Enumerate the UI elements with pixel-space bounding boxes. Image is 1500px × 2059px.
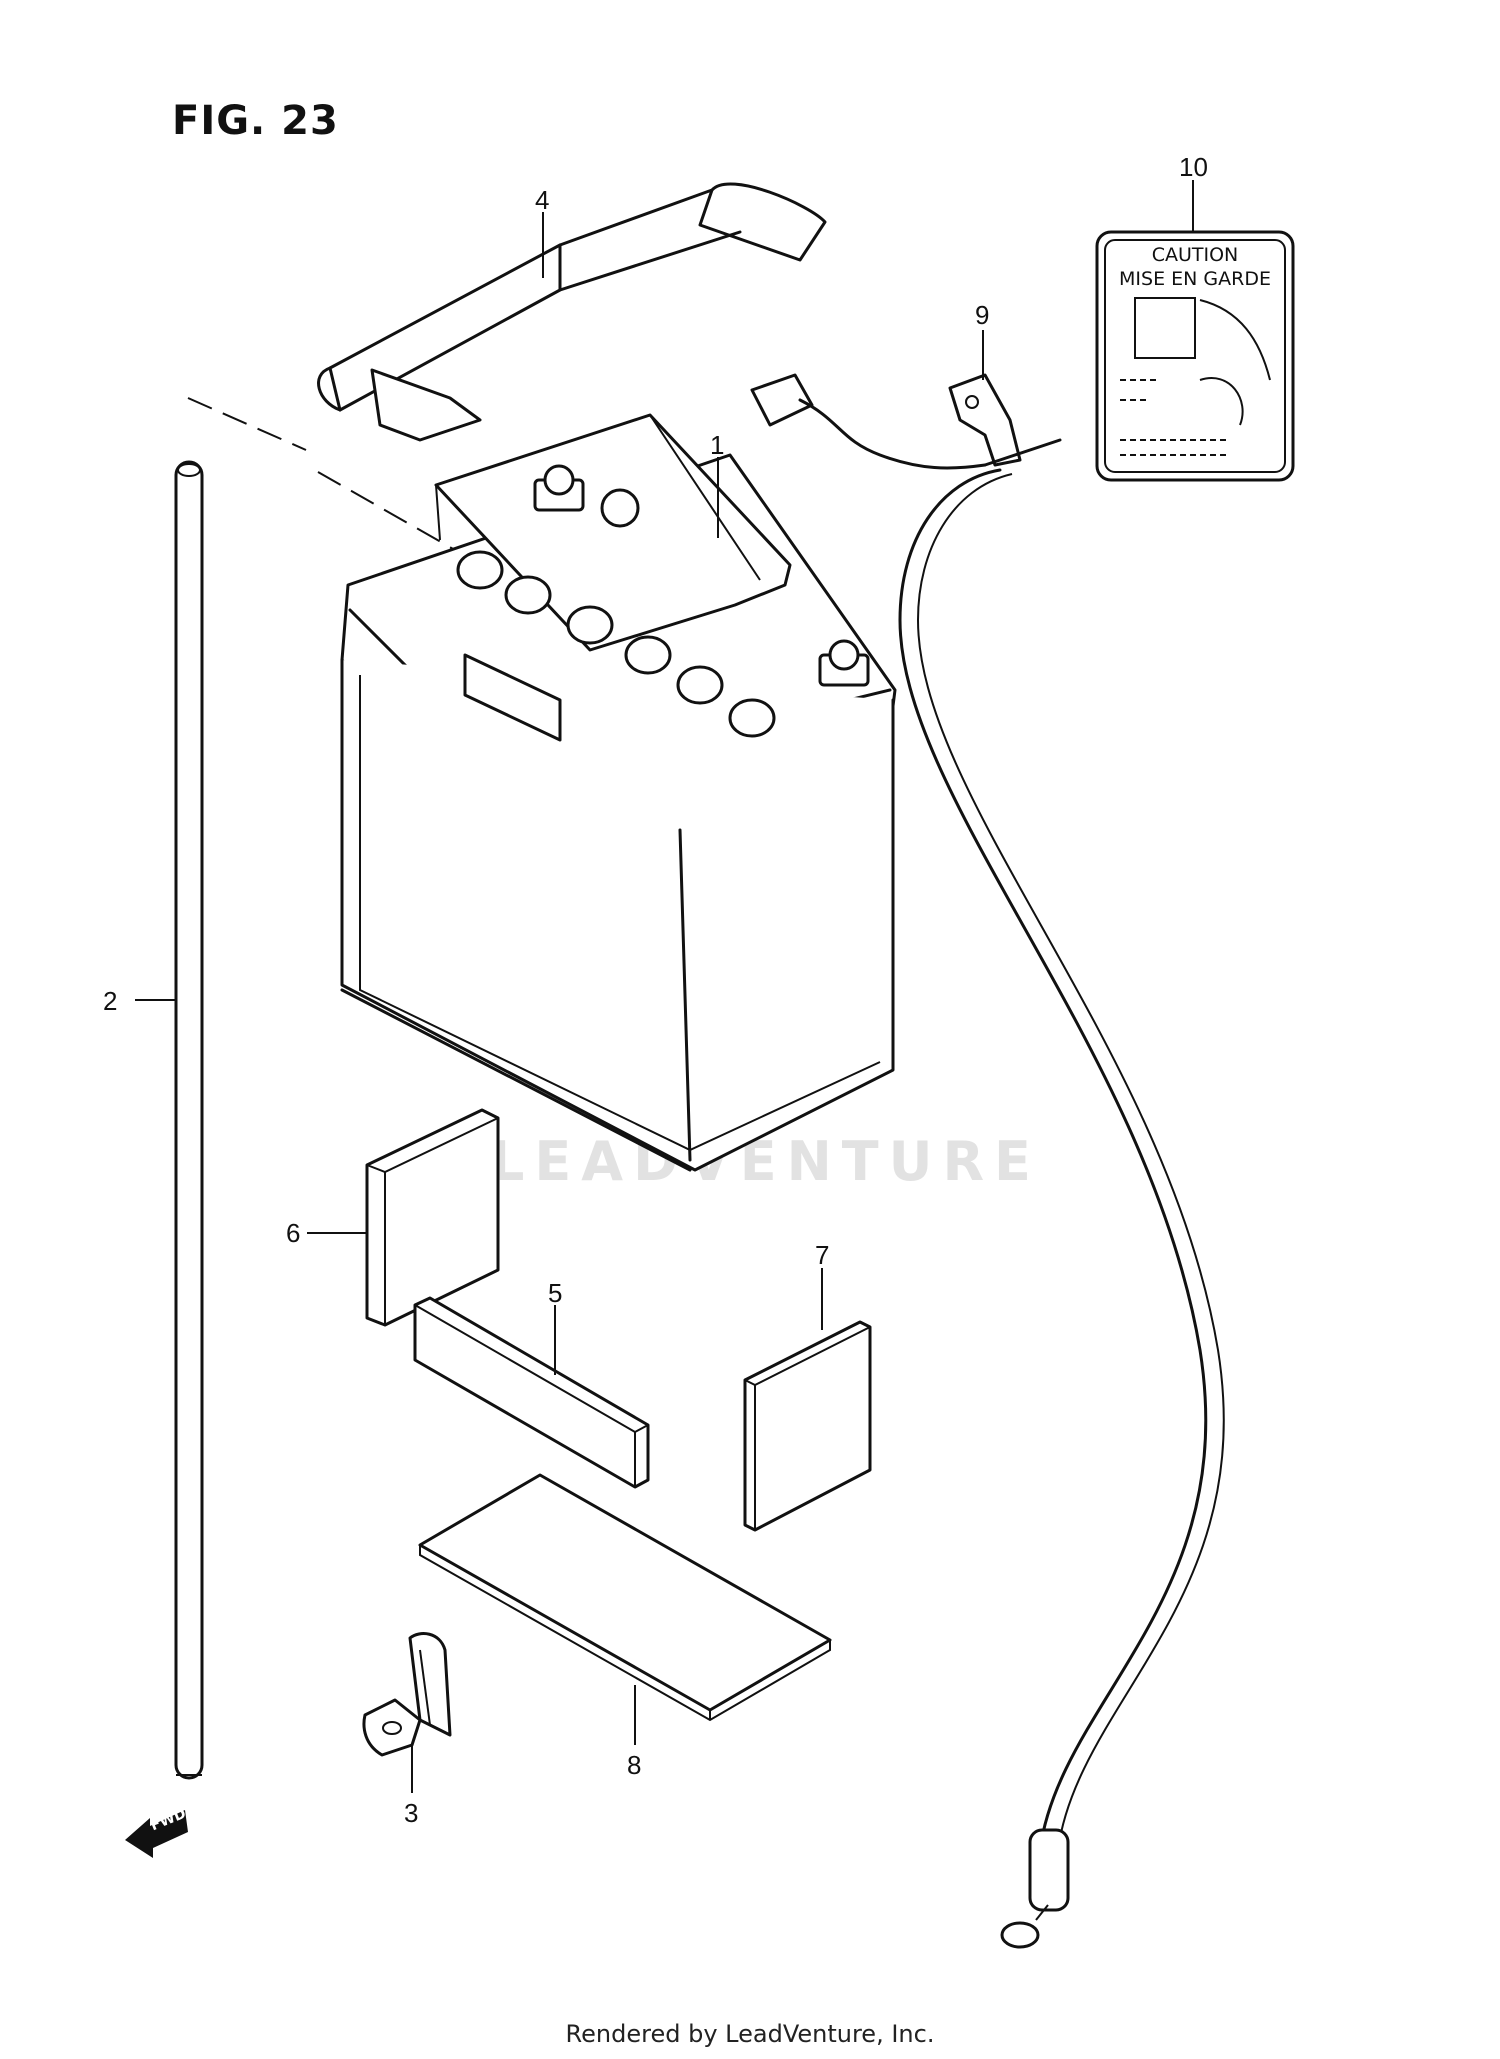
- caution-line-2: MISE EN GARDE: [1119, 268, 1271, 290]
- render-credit: Rendered by LeadVenture, Inc.: [565, 2020, 935, 2048]
- callout-9: 9: [975, 300, 990, 330]
- callout-10: 10: [1179, 152, 1208, 182]
- part-pad-7: [743, 1320, 872, 1532]
- part-caution-label: [1095, 230, 1295, 482]
- callout-6: 6: [286, 1218, 301, 1248]
- part-tube: [174, 460, 204, 1780]
- callout-4: 4: [535, 185, 550, 215]
- callout-2: 2: [103, 986, 118, 1016]
- leader-lines: [135, 180, 1194, 1793]
- part-harness: [750, 373, 1225, 1949]
- part-pad-5: [413, 1296, 650, 1489]
- part-sheet-8: [418, 1473, 832, 1722]
- callout-8: 8: [627, 1750, 642, 1780]
- caution-line-1: CAUTION: [1151, 244, 1239, 266]
- callout-1: 1: [710, 430, 725, 460]
- part-pad-6: [365, 1108, 500, 1327]
- callout-7: 7: [815, 1240, 830, 1270]
- callout-3: 3: [404, 1798, 419, 1828]
- part-clamp-3: [362, 1632, 452, 1757]
- callout-5: 5: [548, 1278, 563, 1308]
- part-strap: [317, 182, 827, 442]
- watermark-text: LEADVENTURE: [490, 1130, 1041, 1193]
- fwd-arrow-icon: [125, 1810, 188, 1858]
- part-battery: [340, 413, 897, 1172]
- figure-title: FIG. 23: [172, 98, 339, 144]
